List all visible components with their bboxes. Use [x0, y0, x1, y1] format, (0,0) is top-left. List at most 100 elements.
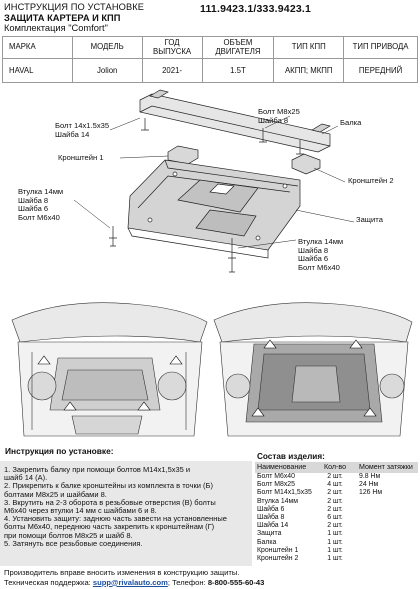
- part-qty: 2 шт.: [327, 522, 343, 530]
- header-line-2: ЗАЩИТА КАРТЕРА И КПП: [4, 12, 121, 23]
- spec-header-cell: ТИП ПРИВОДА: [343, 36, 418, 59]
- part-name: Втулка 14мм: [257, 497, 298, 505]
- label-line: Втулка 14мм: [18, 187, 64, 196]
- underbody-illustrations: [2, 290, 418, 440]
- spec-value-cell: АКПП; МКПП: [273, 58, 345, 83]
- document-header: ИНСТРУКЦИЯ ПО УСТАНОВКЕ ЗАЩИТА КАРТЕРА И…: [4, 2, 204, 34]
- label-beam: Балка: [340, 118, 362, 127]
- part-torque: 24 Нм: [359, 481, 379, 489]
- part-qty: 1 шт.: [327, 538, 343, 546]
- part-torque: [353, 522, 418, 530]
- parts-header-cell: Наименование: [255, 462, 317, 473]
- support-line: Техническая поддержка: supp@rivalauto.co…: [4, 578, 418, 588]
- label-line: Шайба 8: [18, 195, 49, 205]
- spec-header-cell: ТИП КПП: [273, 36, 345, 59]
- part-qty: 2 шт.: [327, 497, 343, 505]
- exploded-assembly-diagram: Болт 14х1.5х35 Шайба 14 Болт М8х25 Шайба…: [0, 88, 420, 288]
- table-row: Защита 1 шт.: [255, 530, 418, 538]
- part-qty: 1 шт.: [327, 546, 343, 554]
- part-torque: 126 Нм: [359, 489, 383, 497]
- part-torque: [353, 514, 418, 522]
- part-torque: [353, 547, 418, 555]
- instruction-line: 3. Вкрутить на 2-3 оборота в резьбовые о…: [4, 497, 216, 507]
- spec-value-cell: Jolion: [71, 58, 143, 83]
- part-name: Болт М6х40: [257, 473, 295, 480]
- parts-header-cell: Момент затяжки: [353, 462, 418, 473]
- instruction-line: М6х40 через втулки 14 мм с шайбами 6 и 8…: [4, 506, 157, 516]
- part-qty: 1 шт.: [327, 530, 343, 538]
- support-email-link[interactable]: supp@rivalauto.com: [92, 577, 168, 587]
- spec-value-cell: ПЕРЕДНИЙ: [343, 58, 418, 83]
- instruction-line: 2. Прикрепить к балке кронштейны из комп…: [4, 481, 213, 491]
- underbody-after-installation: [213, 302, 413, 437]
- part-qty: 2 шт.: [327, 489, 343, 497]
- spec-header-cell: ОБЪЕМ ДВИГАТЕЛЯ: [201, 36, 275, 59]
- spec-value-cell: HAVAL: [2, 58, 73, 83]
- label-line: Болт 14х1.5х35: [55, 121, 110, 130]
- part-qty: 2 шт.: [327, 505, 343, 513]
- instruction-line: болтами М8х25 и шайбами 8.: [4, 489, 107, 499]
- part-torque: [353, 506, 418, 514]
- instruction-line: шайб 14 (А).: [4, 473, 48, 483]
- parts-header-row: Наименование Кол-во Момент затяжки: [255, 462, 418, 473]
- bracket2-shape: [291, 153, 321, 175]
- label-line: Шайба 14: [55, 129, 90, 139]
- phone-prefix: ; Телефон:: [167, 577, 206, 587]
- instruction-line: болты М6х40, переднюю часть закрепить к …: [4, 522, 215, 532]
- spec-header-cell: ГОД ВЫПУСКА: [141, 36, 203, 59]
- spec-header-cell: МОДЕЛЬ: [71, 36, 143, 59]
- label-line: Шайба 6: [18, 204, 49, 214]
- label-line: Шайба 8: [258, 115, 289, 125]
- label-line: Втулка 14мм: [298, 237, 344, 246]
- label-line: Болт М6х40: [298, 262, 340, 272]
- underbody-drawings: [2, 290, 418, 440]
- label-bolt-m8-top: Болт М8х25 Шайба 8: [258, 107, 300, 125]
- parts-table: Наименование Кол-во Момент затяжки Болт …: [255, 462, 418, 563]
- support-phone: 8-800-555-60-43: [207, 577, 265, 587]
- instructions-title: Инструкция по установке:: [5, 446, 114, 456]
- instruction-line: при помощи болтов М8х25 и шайб 8.: [4, 530, 133, 540]
- instruction-line: 4. Установить защиту: заднюю часть завес…: [4, 514, 227, 524]
- part-qty: 2 шт.: [327, 473, 343, 480]
- support-prefix: Техническая поддержка:: [4, 577, 91, 587]
- part-qty: 4 шт.: [327, 481, 343, 489]
- spec-value-cell: 2021-: [141, 58, 203, 83]
- document-footer: Производитель вправе вносить изменения в…: [4, 568, 418, 587]
- label-bracket1: Кронштейн 1: [58, 153, 104, 162]
- label-line: Шайба 6: [298, 254, 329, 264]
- part-torque: [353, 539, 418, 547]
- header-line-3: Комплектация "Comfort": [4, 23, 108, 33]
- part-name: Шайба 8: [257, 514, 285, 522]
- disclaimer-text: Производитель вправе вносить изменения в…: [4, 568, 240, 577]
- spec-header-row: МАРКА МОДЕЛЬ ГОД ВЫПУСКА ОБЪЕМ ДВИГАТЕЛЯ…: [2, 36, 418, 59]
- part-name: Кронштейн 2: [257, 555, 299, 563]
- instruction-line: 1. Закрепить балку при помощи болтов М14…: [4, 465, 191, 474]
- beam-shape: [139, 93, 331, 153]
- table-row: Болт М6х40 2 шт. 9.8 Нм: [255, 473, 418, 481]
- spec-value-cell: 1.5T: [201, 58, 275, 83]
- part-torque: 9.8 Нм: [359, 473, 381, 480]
- instruction-line: 5. Затянуть все резьбовые соединения.: [4, 538, 143, 548]
- part-name: Болт М8х25: [257, 481, 295, 489]
- table-row: Шайба 14 2 шт.: [255, 522, 418, 530]
- underbody-before-installation: [11, 302, 208, 437]
- part-torque: [353, 555, 418, 563]
- parts-title: Состав изделия:: [257, 452, 325, 461]
- vehicle-spec-table: МАРКА МОДЕЛЬ ГОД ВЫПУСКА ОБЪЕМ ДВИГАТЕЛЯ…: [2, 36, 418, 83]
- instructions-panel: 1. Закрепить балку при помощи болтов М14…: [0, 461, 252, 566]
- parts-header-cell: Кол-во: [317, 462, 353, 473]
- article-code: 111.9423.1/333.9423.1: [200, 3, 312, 15]
- part-name: Шайба 14: [257, 522, 289, 530]
- part-torque: [353, 498, 418, 506]
- label-line: Болт М6х40: [18, 212, 60, 222]
- label-bushing-right: Втулка 14мм Шайба 8 Шайба 6 Болт М6х40: [298, 237, 344, 272]
- label-bracket2: Кронштейн 2: [348, 176, 394, 185]
- part-torque: [353, 530, 418, 538]
- part-qty: 6 шт.: [327, 514, 343, 522]
- part-name: Защита: [257, 530, 282, 538]
